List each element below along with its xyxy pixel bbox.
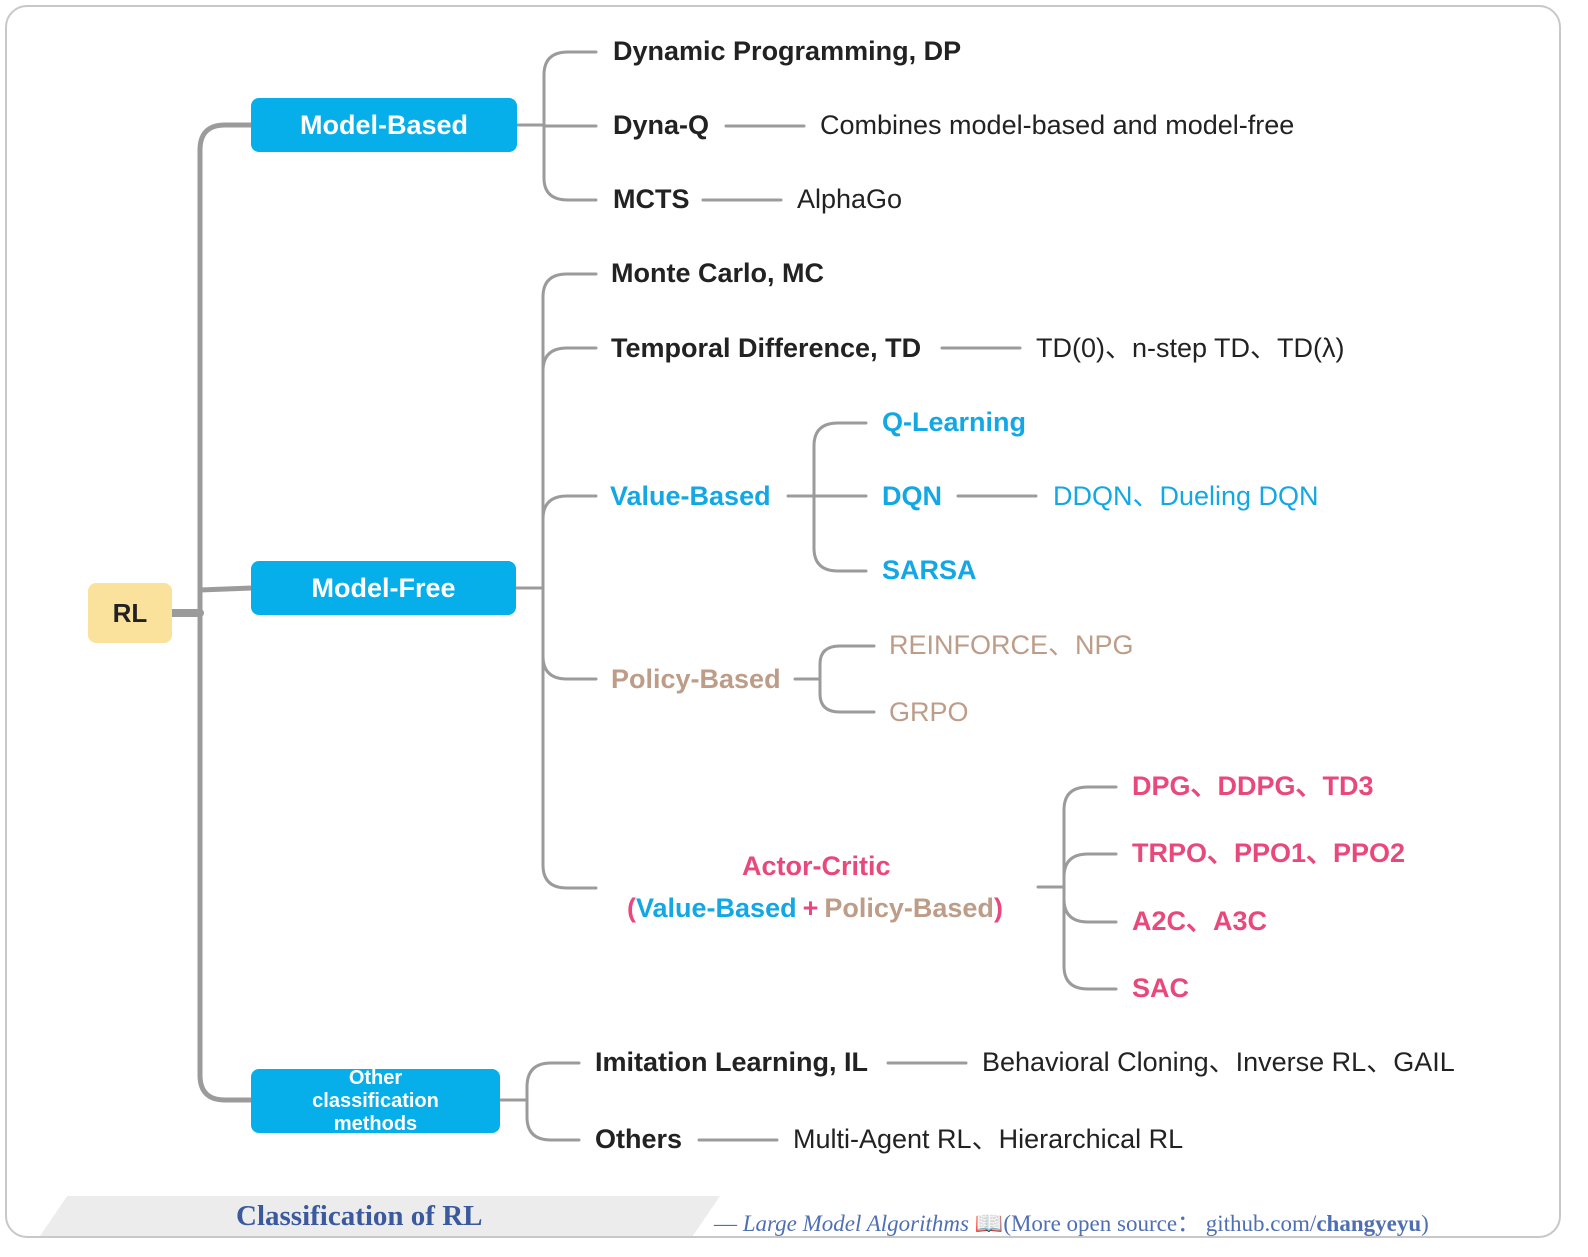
td-note: TD(0)、n-step TD、TD(λ) <box>1036 333 1345 363</box>
ac-item-trpo: TRPO、PPO1、PPO2 <box>1132 838 1406 868</box>
value-based-label: Value-Based <box>610 481 771 511</box>
td-label: Temporal Difference, TD <box>611 333 922 363</box>
il-note: Behavioral Cloning、Inverse RL、GAIL <box>982 1047 1455 1077</box>
others-note: Multi-Agent RL、Hierarchical RL <box>793 1124 1184 1154</box>
dyna-q-note: Combines model-based and model-free <box>820 110 1295 140</box>
footer-more: (More open source： <box>1003 1211 1201 1236</box>
footer-book-title: Large Model Algorithms <box>742 1211 969 1236</box>
footer-url-prefix: github.com/ <box>1205 1211 1317 1236</box>
footer-credit: — Large Model Algorithms 📖(More open sou… <box>714 1204 1429 1238</box>
ac-item-sac: SAC <box>1132 973 1190 1003</box>
reinforce-label: REINFORCE、NPG <box>889 630 1134 660</box>
ac-close-paren: ) <box>993 893 1003 923</box>
footer-title: Classification of RL <box>236 1200 483 1232</box>
grpo-label: GRPO <box>889 697 969 727</box>
footer-dash: — <box>714 1211 737 1236</box>
dqn-note: DDQN、Dueling DQN <box>1053 481 1319 511</box>
others-label: Others <box>595 1124 683 1154</box>
book-icon: 📖 <box>974 1211 1004 1236</box>
dyna-q-label: Dyna-Q <box>613 110 710 140</box>
diagram-frame <box>5 5 1561 1238</box>
footer-close: ) <box>1421 1211 1429 1236</box>
ac-plus: + <box>802 893 819 923</box>
mc-label: Monte Carlo, MC <box>611 258 824 288</box>
mcts-note: AlphaGo <box>797 184 903 214</box>
il-label: Imitation Learning, IL <box>595 1047 869 1077</box>
mcts-label: MCTS <box>613 184 690 214</box>
ac-policy-based: Policy-Based <box>824 893 994 923</box>
footer-band <box>40 1196 720 1236</box>
node-model-free: Model-Free <box>251 561 516 615</box>
actor-critic-composition: (Value-Based+Policy-Based) <box>627 895 1003 922</box>
ac-value-based: Value-Based <box>636 893 797 923</box>
ac-item-dpg: DPG、DDPG、TD3 <box>1132 771 1374 801</box>
actor-critic-label: Actor-Critic <box>742 851 891 881</box>
policy-based-label: Policy-Based <box>611 664 781 694</box>
q-learning-label: Q-Learning <box>882 407 1027 437</box>
footer-url-user: changyeyu <box>1316 1211 1422 1236</box>
ac-open-paren: ( <box>627 893 636 923</box>
node-other-methods: Other classification methods <box>251 1067 500 1135</box>
sarsa-label: SARSA <box>882 555 977 585</box>
ac-item-a2c: A2C、A3C <box>1132 906 1268 936</box>
dqn-label: DQN <box>882 481 942 511</box>
dp-label: Dynamic Programming, DP <box>613 36 962 66</box>
node-model-based: Model-Based <box>251 98 517 152</box>
root-node-rl: RL <box>88 583 172 643</box>
